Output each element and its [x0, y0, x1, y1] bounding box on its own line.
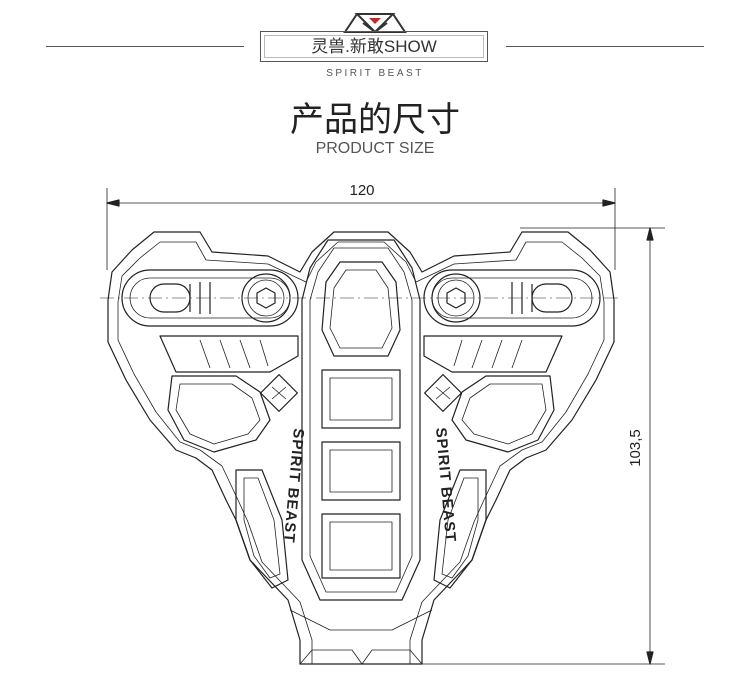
header-rule-right — [506, 46, 704, 47]
section-subtitle: PRODUCT SIZE — [315, 140, 435, 157]
center-spine — [301, 239, 421, 601]
right-engraving-text: SPIRIT BEAST — [432, 427, 459, 543]
left-bolt-icon — [241, 273, 291, 323]
brand-subtitle: SPIRIT BEAST — [326, 68, 424, 79]
left-cutouts — [159, 335, 299, 589]
brand-title: 灵兽.新敢SHOW — [311, 37, 437, 56]
height-dimension — [420, 227, 665, 665]
left-engraving-text: SPIRIT BEAST — [280, 428, 307, 544]
right-cutouts — [423, 335, 563, 589]
bracket-outline — [107, 231, 615, 665]
width-label: 120 — [349, 182, 374, 199]
header-rule-left — [46, 46, 244, 47]
right-emblem-icon — [424, 374, 462, 412]
width-dimension — [106, 188, 616, 270]
right-mount-slot — [423, 269, 601, 327]
brand-box: 灵兽.新敢SHOW — [260, 31, 488, 62]
left-emblem-icon — [260, 374, 298, 412]
height-label: 103,5 — [627, 429, 644, 467]
right-bolt-icon — [431, 273, 481, 323]
section-title: 产品的尺寸 — [290, 100, 460, 140]
spirit-beast-logo-icon — [343, 13, 407, 34]
